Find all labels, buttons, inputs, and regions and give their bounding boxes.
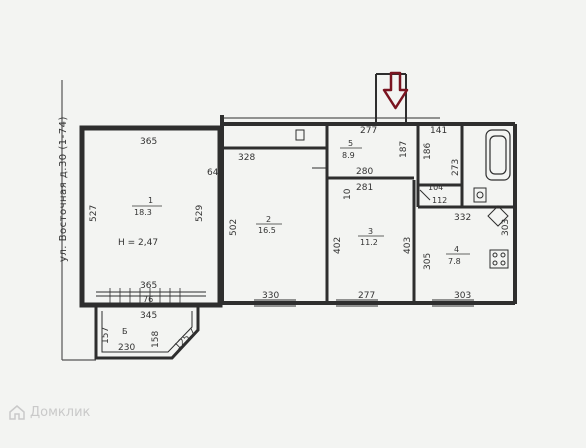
stove <box>489 249 509 269</box>
dim-wc-a: 104 <box>428 183 443 192</box>
dim-r3-bottom: 277 <box>358 291 375 301</box>
dim-r2-left: 502 <box>229 219 239 236</box>
room-2-area: 16.5 <box>258 226 276 235</box>
watermark-text: Домклик <box>30 404 91 420</box>
dim-balcony-bottom: 230 <box>118 343 135 353</box>
dim-r1-left: 527 <box>89 205 99 222</box>
door-swing <box>419 189 431 201</box>
dim-corridor-height: 10 <box>343 188 353 200</box>
balcony-railing <box>109 288 181 305</box>
hall-5-area: 8.9 <box>342 151 355 160</box>
dim-r2-bottom: 330 <box>262 291 279 301</box>
room-1-number: 1 <box>148 196 153 205</box>
dim-r3-top: 280 <box>356 167 373 177</box>
dim-balcony-side: 158 <box>151 331 161 348</box>
dim-hall-top: 277 <box>360 126 377 136</box>
windows <box>254 299 474 307</box>
room-1-height: H = 2,47 <box>118 238 158 248</box>
room-4-number: 4 <box>454 245 459 254</box>
interior-walls <box>222 124 515 303</box>
balcony-walls <box>94 305 200 360</box>
apartment-walls <box>220 122 517 305</box>
dim-r1-top: 365 <box>140 137 157 147</box>
dim-r4-left: 305 <box>423 253 433 270</box>
dim-r1-bottom: 365 <box>140 281 157 291</box>
dim-r4-bottom: 303 <box>454 291 471 301</box>
dim-r1-right: 529 <box>195 205 205 222</box>
bathtub <box>485 129 511 181</box>
dim-r3-top2: 281 <box>356 183 373 193</box>
watermark: Домклик <box>8 404 90 420</box>
corridor-wall <box>220 115 224 175</box>
room-4-area: 7.8 <box>448 257 461 266</box>
vent-shaft <box>295 129 305 141</box>
toilet <box>473 187 487 203</box>
dim-r2-top: 328 <box>238 153 255 163</box>
dim-small-height: 186 <box>423 143 433 160</box>
street-label: ул. Восточная д.30 (1-74) <box>58 116 69 262</box>
sink <box>487 205 509 227</box>
dim-wc-b: 112 <box>432 196 447 205</box>
dim-balcony-top: 345 <box>140 311 157 321</box>
room-1-area: 18.3 <box>134 208 152 217</box>
room-3-area: 11.2 <box>360 238 378 247</box>
dim-bath-height: 273 <box>451 159 461 176</box>
dim-balcony-left: 157 <box>101 327 111 344</box>
room-2-number: 2 <box>266 215 271 224</box>
dim-corridor-width: 64 <box>207 168 219 178</box>
dim-r3-left: 402 <box>333 237 343 254</box>
dim-r4-right: 303 <box>501 219 511 236</box>
hall-5-number: 5 <box>348 139 353 148</box>
dim-r3-right: 403 <box>403 237 413 254</box>
dim-hall-right: 187 <box>399 141 409 158</box>
balcony-number: Б <box>122 327 128 336</box>
dim-r4-top: 332 <box>454 213 471 223</box>
arrow-down-icon <box>382 71 409 110</box>
dim-balcony-door: 76 <box>143 295 153 304</box>
house-logo-icon <box>9 405 25 420</box>
dim-small-width: 141 <box>430 126 447 136</box>
room-3-number: 3 <box>368 227 373 236</box>
